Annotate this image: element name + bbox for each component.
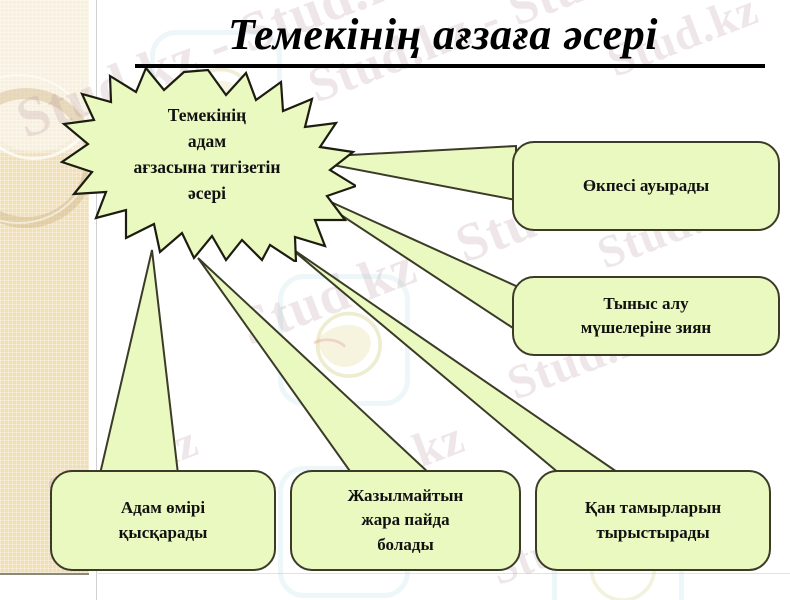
node-label-lungs: Өкпесі ауырады <box>582 175 710 195</box>
center-label: Темекінің адам ағзасына тигізетін әсері <box>133 105 281 203</box>
page-title: Темекінің ағзаға әсері <box>228 10 658 59</box>
node-box-lungs[interactable]: Өкпесі ауырады <box>512 141 780 231</box>
title-underline <box>135 64 765 68</box>
node-label-life: Адам өмірі қысқарады <box>118 498 208 542</box>
node-box-breath[interactable]: Тыныс алу мүшелеріне зиян <box>512 276 780 356</box>
node-label-vessels: Қан тамырларын тырыстырады <box>584 498 722 542</box>
connector-to-life <box>98 249 180 475</box>
node-box-vessels[interactable]: Қан тамырларын тырыстырады <box>535 470 771 571</box>
node-label-wound: Жазылмайтын жара пайда болады <box>347 486 464 554</box>
decorative-left-strip <box>0 0 114 575</box>
node-box-life[interactable]: Адам өмірі қысқарады <box>50 470 276 571</box>
horizontal-divider-line <box>96 573 790 574</box>
center-starburst <box>60 68 356 262</box>
vertical-divider-line <box>96 0 97 600</box>
connector-to-wound <box>197 257 433 475</box>
node-label-breath: Тыныс алу мүшелеріне зиян <box>580 293 712 337</box>
node-box-wound[interactable]: Жазылмайтын жара пайда болады <box>290 470 521 571</box>
